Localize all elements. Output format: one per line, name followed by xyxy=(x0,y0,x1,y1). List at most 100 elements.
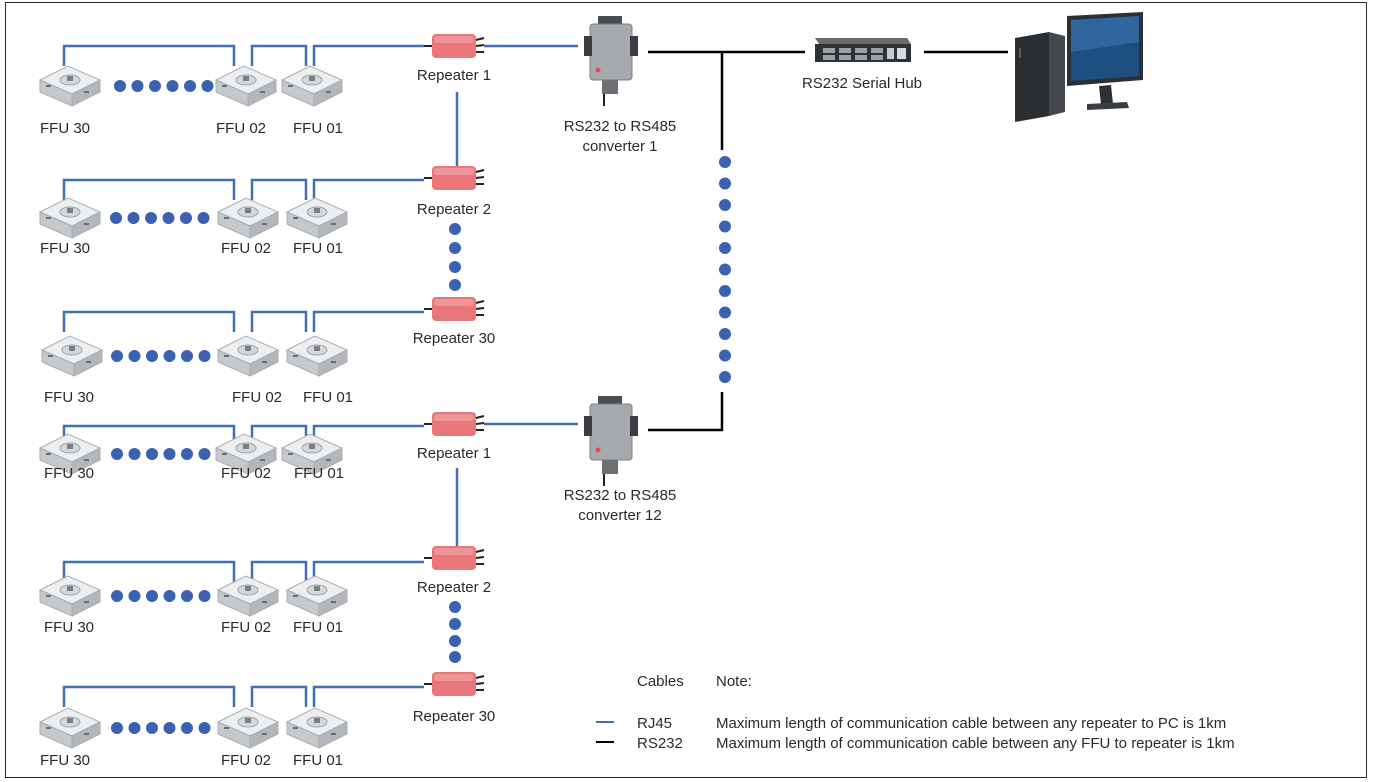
legend-rj45-label: RJ45 xyxy=(637,715,672,732)
ellipsis-dot xyxy=(181,350,193,362)
ffu-label: FFU 30 xyxy=(40,240,90,257)
ellipsis-dot xyxy=(181,590,193,602)
ellipsis-dot xyxy=(201,80,214,92)
ffu-unit-icon xyxy=(217,335,279,377)
rj45-ffu-link-cable xyxy=(250,44,308,66)
ffu-label: FFU 30 xyxy=(44,465,94,482)
rj45-ffu-to-repeater-cable xyxy=(312,44,424,66)
ffu-unit-icon xyxy=(217,575,279,617)
ffu-label: FFU 01 xyxy=(293,752,343,769)
ffu-label: FFU 02 xyxy=(221,240,271,257)
bus-ellipsis-dot xyxy=(719,371,731,383)
rj45-ffu-link-cable xyxy=(250,178,308,200)
ellipsis-dot xyxy=(163,448,176,460)
ffu-unit-icon xyxy=(286,707,348,749)
repeater-device-icon xyxy=(423,33,485,59)
rj45-ffu-link-cable xyxy=(250,685,308,707)
ffu-label: FFU 01 xyxy=(294,465,344,482)
note-title: Note: xyxy=(716,673,752,690)
ffu-unit-icon xyxy=(39,197,101,239)
diagram-frame xyxy=(5,2,1367,778)
ffu-unit-icon xyxy=(286,197,348,239)
ffu-label: FFU 30 xyxy=(40,120,90,137)
ffu-label: FFU 02 xyxy=(221,752,271,769)
repeater-device-icon xyxy=(423,545,485,571)
rj45-ffu-to-repeater-cable xyxy=(312,178,424,200)
ellipsis-dot xyxy=(198,590,211,602)
ffu-unit-icon xyxy=(215,65,277,107)
rs232-converter-to-bus-cable xyxy=(648,392,724,432)
ellipsis-dot xyxy=(146,448,158,460)
repeater-device-icon xyxy=(423,671,485,697)
ellipsis-dot xyxy=(184,80,196,92)
repeater-ellipsis-dot xyxy=(449,618,461,630)
rj45-ffu-link-cable xyxy=(250,560,308,582)
repeater-device-icon xyxy=(423,296,485,322)
ellipsis-dot xyxy=(111,448,123,460)
ellipsis-dot xyxy=(128,350,141,362)
bus-ellipsis-dot xyxy=(719,220,731,233)
repeater-label: Repeater 2 xyxy=(417,201,491,218)
legend-rs232-label: RS232 xyxy=(637,735,683,752)
ellipsis-dot xyxy=(197,212,210,224)
rj45-ffu-span-cable xyxy=(62,44,236,66)
ellipsis-dot xyxy=(163,722,176,734)
repeater-ellipsis-dot xyxy=(449,635,461,647)
ffu-unit-icon xyxy=(217,707,279,749)
converter-device-icon xyxy=(583,395,639,487)
ellipsis-dot xyxy=(181,722,193,734)
ellipsis-dot xyxy=(180,212,192,224)
ffu-unit-icon xyxy=(217,197,279,239)
ffu-unit-icon xyxy=(41,335,103,377)
bus-ellipsis-dot xyxy=(719,177,731,190)
repeater-label: Repeater 1 xyxy=(417,67,491,84)
repeater-ellipsis-dot xyxy=(449,261,461,273)
rj45-ffu-span-cable xyxy=(62,178,236,200)
ffu-label: FFU 01 xyxy=(293,120,343,137)
repeater-ellipsis-dot xyxy=(449,223,461,235)
ellipsis-dot xyxy=(149,80,161,92)
ffu-label: FFU 01 xyxy=(303,389,353,406)
ffu-label: FFU 30 xyxy=(40,752,90,769)
repeater-device-icon xyxy=(423,165,485,191)
ellipsis-dot xyxy=(166,80,179,92)
ellipsis-dot xyxy=(198,448,211,460)
repeater-label: Repeater 1 xyxy=(417,445,491,462)
ffu-label: FFU 01 xyxy=(293,240,343,257)
ffu-unit-icon xyxy=(281,65,343,107)
rj45-ffu-to-repeater-cable xyxy=(312,560,424,582)
ellipsis-dot xyxy=(198,350,211,362)
rj45-ffu-link-cable xyxy=(250,310,308,332)
note-line-2: Maximum length of communication cable be… xyxy=(716,735,1235,752)
rj45-ffu-span-cable xyxy=(62,560,236,582)
ffu-unit-icon xyxy=(286,335,348,377)
ellipsis-dot xyxy=(198,722,211,734)
hub-label: RS232 Serial Hub xyxy=(802,75,922,92)
ellipsis-dot xyxy=(111,590,123,602)
rj45-ffu-span-cable xyxy=(62,685,236,707)
converter-12-line1: RS232 to RS485 xyxy=(564,487,677,504)
ellipsis-dot xyxy=(114,80,126,92)
bus-ellipsis-dot xyxy=(719,349,731,362)
bus-ellipsis-dot xyxy=(719,199,731,211)
bus-ellipsis-dot xyxy=(719,263,731,276)
rj45-ffu-to-repeater-cable xyxy=(312,310,424,332)
ellipsis-dot xyxy=(145,212,157,224)
bus-ellipsis-dot xyxy=(719,156,731,168)
ellipsis-dot xyxy=(128,448,141,460)
ellipsis-dot xyxy=(146,350,158,362)
ellipsis-dot xyxy=(111,722,123,734)
ffu-label: FFU 02 xyxy=(221,465,271,482)
ellipsis-dot xyxy=(131,80,144,92)
converter-device-icon xyxy=(583,15,639,107)
ffu-label: FFU 02 xyxy=(216,120,266,137)
ffu-unit-icon xyxy=(39,575,101,617)
ellipsis-dot xyxy=(110,212,122,224)
serial-hub xyxy=(815,38,911,62)
devices-layer xyxy=(39,12,1143,749)
cables-layer xyxy=(62,44,1008,707)
ellipsis-dot xyxy=(128,722,141,734)
converter-1-line2: converter 1 xyxy=(582,138,657,155)
ellipsis-dot xyxy=(146,590,158,602)
